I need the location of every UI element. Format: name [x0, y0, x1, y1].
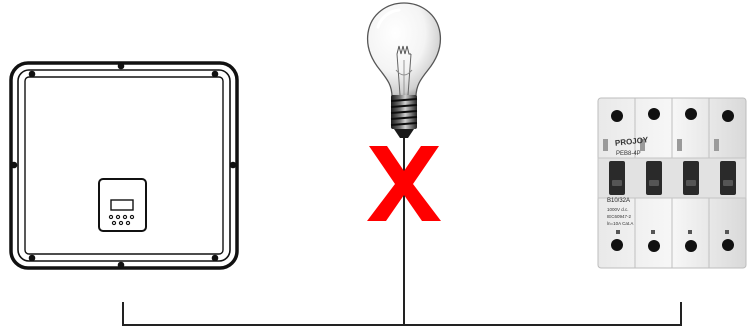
inverter-display-panel	[99, 179, 146, 231]
circuit-breaker	[598, 98, 746, 268]
breaker-spec-label: 1000V d.c.	[607, 208, 629, 213]
inverter	[11, 63, 237, 269]
bulb-screw-cap	[391, 95, 417, 138]
breaker-rating-label: B10/32A	[607, 198, 630, 204]
breaker-spec-label: IEC60947-2	[607, 215, 631, 220]
light-bulb	[368, 3, 441, 138]
breaker-model-label: PEB8-4P	[616, 151, 641, 157]
breaker-spec-label: ln=10A Cat.A	[607, 222, 633, 227]
